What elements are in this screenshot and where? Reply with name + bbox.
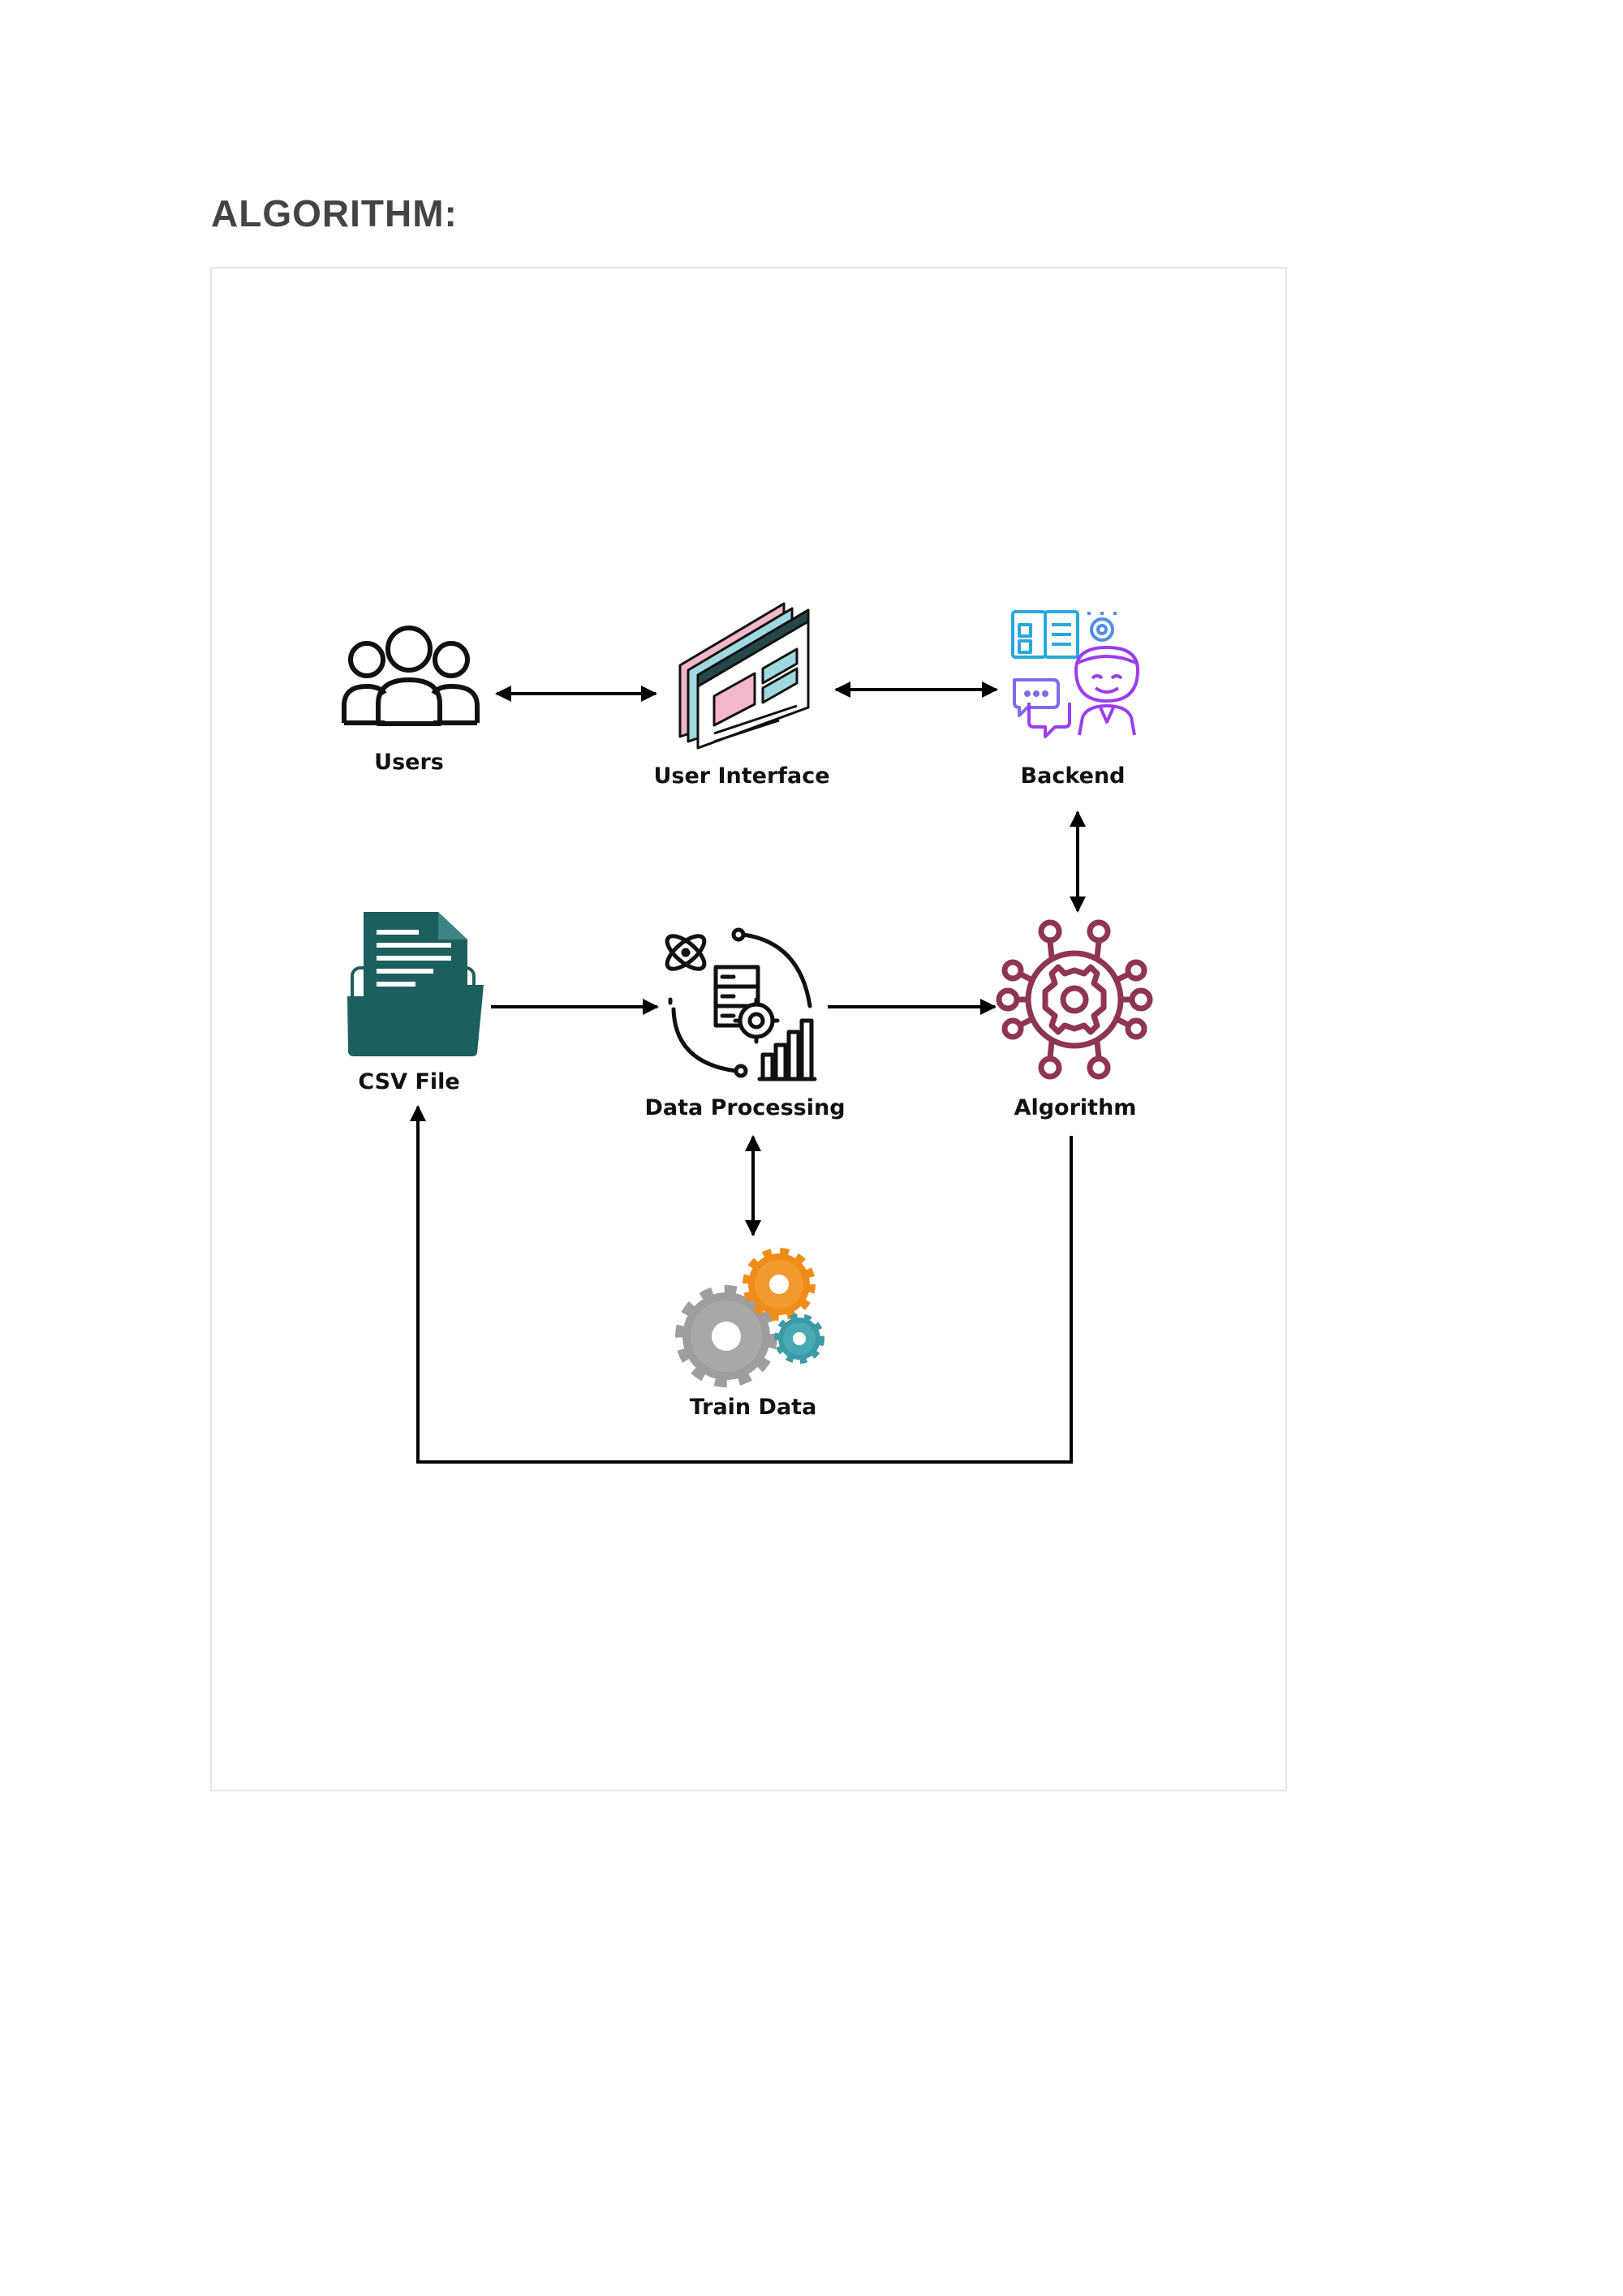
page-heading: ALGORITHM: [211, 192, 458, 234]
users-icon [342, 626, 480, 726]
node-label-algorithm: Algorithm [1014, 1095, 1137, 1120]
edge-algorithm-csv [410, 1105, 1073, 1464]
csv-file-folder-icon [347, 912, 484, 1056]
user-interface-icon [678, 602, 810, 750]
data-processing-icon [665, 927, 817, 1081]
node-label-train-data: Train Data [689, 1395, 817, 1420]
node-label-data-processing: Data Processing [644, 1095, 846, 1120]
connectors [410, 681, 1086, 1464]
backend-icon [1011, 610, 1139, 738]
algorithm-gear-network-icon [996, 919, 1153, 1080]
node-label-backend: Backend [1020, 763, 1126, 789]
node-label-users: Users [374, 750, 444, 775]
node-label-csv-file: CSV File [358, 1069, 460, 1094]
train-data-gears-icon [675, 1248, 824, 1387]
node-label-user-interface: User Interface [653, 763, 830, 789]
